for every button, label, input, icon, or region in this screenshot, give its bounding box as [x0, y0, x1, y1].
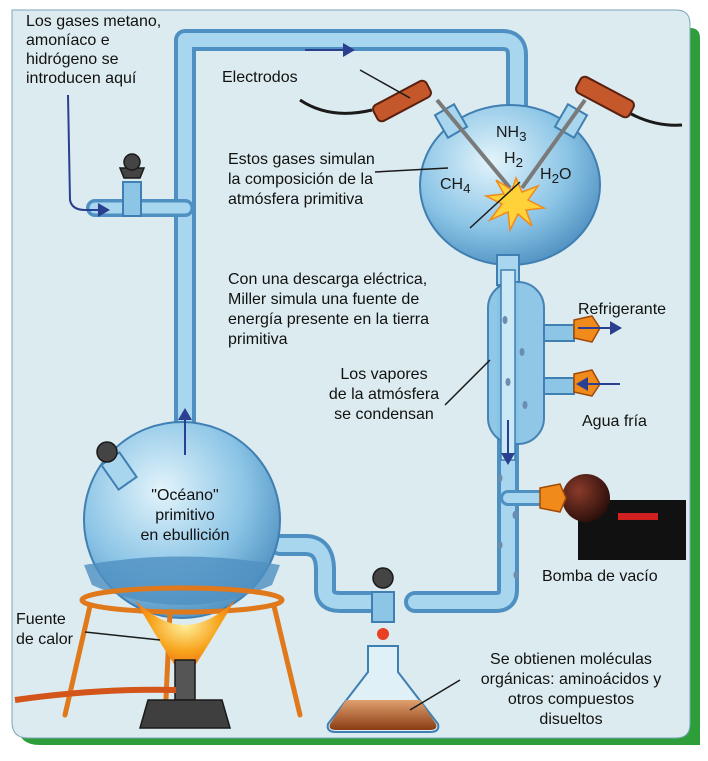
label-descarga: Con una descarga eléctrica, Miller simul… [228, 271, 430, 348]
bunsen-burner [14, 600, 235, 729]
molecule-h2: H2 [504, 150, 523, 171]
label-oceano: "Océano" primitivo en ebullición [140, 487, 230, 544]
molecule-nh3: NH3 [496, 124, 527, 145]
electrodes [299, 75, 683, 233]
label-vapores: Los vapores de la atmósfera se condensan [328, 366, 440, 423]
label-bomba: Bomba de vacío [542, 568, 658, 585]
spark-burst [483, 175, 547, 233]
glass-tubing [86, 29, 548, 613]
label-moleculas: Se obtienen moléculas orgánicas: aminoác… [480, 651, 662, 728]
vacuum-pump [539, 474, 686, 560]
condensed-droplets [497, 316, 528, 579]
molecule-h2o: H2O [540, 166, 572, 187]
flow-arrows [67, 43, 622, 465]
pointer-lines [84, 69, 521, 711]
label-gases-simulan: Estos gases simulan la composición de la… [228, 151, 375, 208]
label-refrigerante: Refrigerante [578, 301, 667, 318]
ocean-flask [83, 421, 281, 619]
label-agua-fria: Agua fría [582, 413, 647, 430]
collection-flask [326, 567, 440, 733]
label-gases-intro: Los gases metano, amoníaco e hidrógeno s… [26, 13, 162, 87]
label-fuente-calor: Fuente de calor [16, 611, 73, 648]
molecule-ch4: CH4 [440, 176, 471, 197]
gas-inlet-stopcock [118, 153, 146, 217]
label-electrodos: Electrodos [222, 69, 298, 86]
